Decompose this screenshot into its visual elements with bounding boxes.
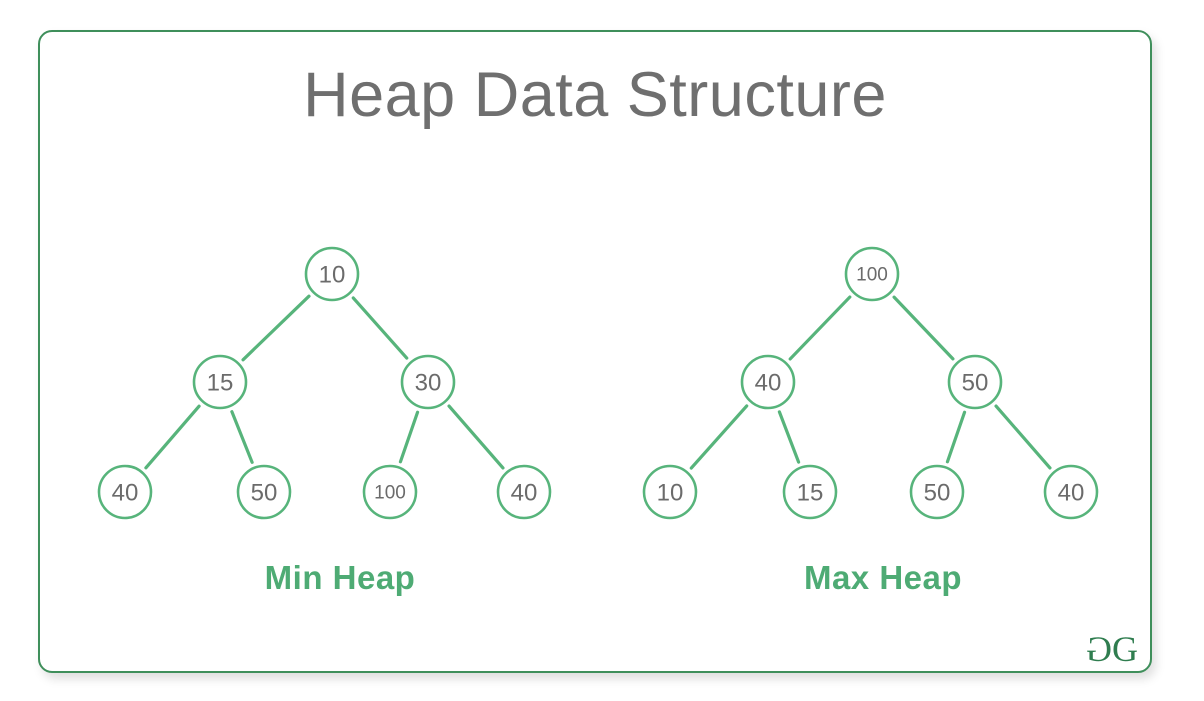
tree-edge — [994, 404, 1052, 470]
tree-edge — [788, 295, 852, 361]
tree-edge — [892, 295, 955, 361]
tree-node-circle — [947, 354, 1003, 410]
nodes-layer: 10 15 30 40 50 100 40 100 40 50 10 15 50 40 — [97, 246, 1099, 520]
tree-node[interactable]: 15 — [192, 354, 248, 410]
edges-layer — [144, 294, 1052, 470]
tree-node[interactable]: 10 — [304, 246, 360, 302]
tree-node[interactable]: 40 — [740, 354, 796, 410]
tree-node-label: 15 — [797, 480, 824, 507]
tree-edge — [241, 294, 311, 362]
tree-node-label: 50 — [962, 370, 989, 397]
tree-edge — [351, 296, 409, 360]
tree-node[interactable]: 10 — [642, 464, 698, 520]
tree-edge — [144, 404, 201, 470]
tree-edge — [945, 410, 967, 464]
tree-node-label: 10 — [319, 262, 346, 289]
tree-node[interactable]: 40 — [1043, 464, 1099, 520]
tree-node-label: 50 — [924, 480, 951, 507]
tree-node[interactable]: 100 — [362, 464, 418, 520]
geeksforgeeks-logo: GG — [1092, 629, 1138, 669]
tree-node-circle — [1043, 464, 1099, 520]
tree-node-label: 40 — [1058, 480, 1085, 507]
heap-caption-max-heap: Max Heap — [803, 559, 963, 596]
heap-trees-svg: 10 15 30 40 50 100 40 100 40 50 10 15 50 40 — [97, 246, 1099, 520]
tree-node[interactable]: 40 — [496, 464, 552, 520]
tree-node-label: 30 — [415, 370, 442, 397]
page-title: Heap Data Structure — [303, 60, 887, 130]
tree-node-circle — [304, 246, 360, 302]
tree-node-label: 40 — [755, 370, 782, 397]
tree-node[interactable]: 50 — [947, 354, 1003, 410]
tree-node-label: 50 — [251, 480, 278, 507]
tree-node-circle — [844, 246, 900, 302]
tree-node-circle — [782, 464, 838, 520]
tree-edge — [398, 410, 420, 464]
tree-node-label: 15 — [207, 370, 234, 397]
tree-node-circle — [236, 464, 292, 520]
tree-node-label: 40 — [112, 480, 139, 507]
tree-node[interactable]: 50 — [909, 464, 965, 520]
tree-node-label: 40 — [511, 480, 538, 507]
tree-edge — [777, 410, 801, 464]
tree-node-label: 100 — [374, 483, 406, 504]
tree-edge — [689, 404, 749, 470]
logo-mirrored-g: G — [1092, 629, 1112, 669]
tree-node-circle — [192, 354, 248, 410]
tree-node-circle — [496, 464, 552, 520]
tree-node-circle — [909, 464, 965, 520]
tree-node-circle — [97, 464, 153, 520]
tree-node-label: 100 — [856, 265, 888, 286]
diagram-card: Heap Data Structure 10 15 30 40 50 100 40 100 40… — [38, 30, 1152, 673]
tree-node-circle — [400, 354, 456, 410]
tree-node-label: 10 — [657, 480, 684, 507]
tree-node-circle — [740, 354, 796, 410]
tree-edge — [447, 404, 505, 470]
tree-node-circle — [362, 464, 418, 520]
tree-node[interactable]: 30 — [400, 354, 456, 410]
tree-node[interactable]: 100 — [844, 246, 900, 302]
heap-caption-min-heap: Min Heap — [264, 559, 416, 596]
tree-node[interactable]: 15 — [782, 464, 838, 520]
tree-node[interactable]: 50 — [236, 464, 292, 520]
logo-g: G — [1112, 629, 1138, 669]
tree-node-circle — [642, 464, 698, 520]
tree-edge — [230, 410, 254, 464]
tree-node[interactable]: 40 — [97, 464, 153, 520]
